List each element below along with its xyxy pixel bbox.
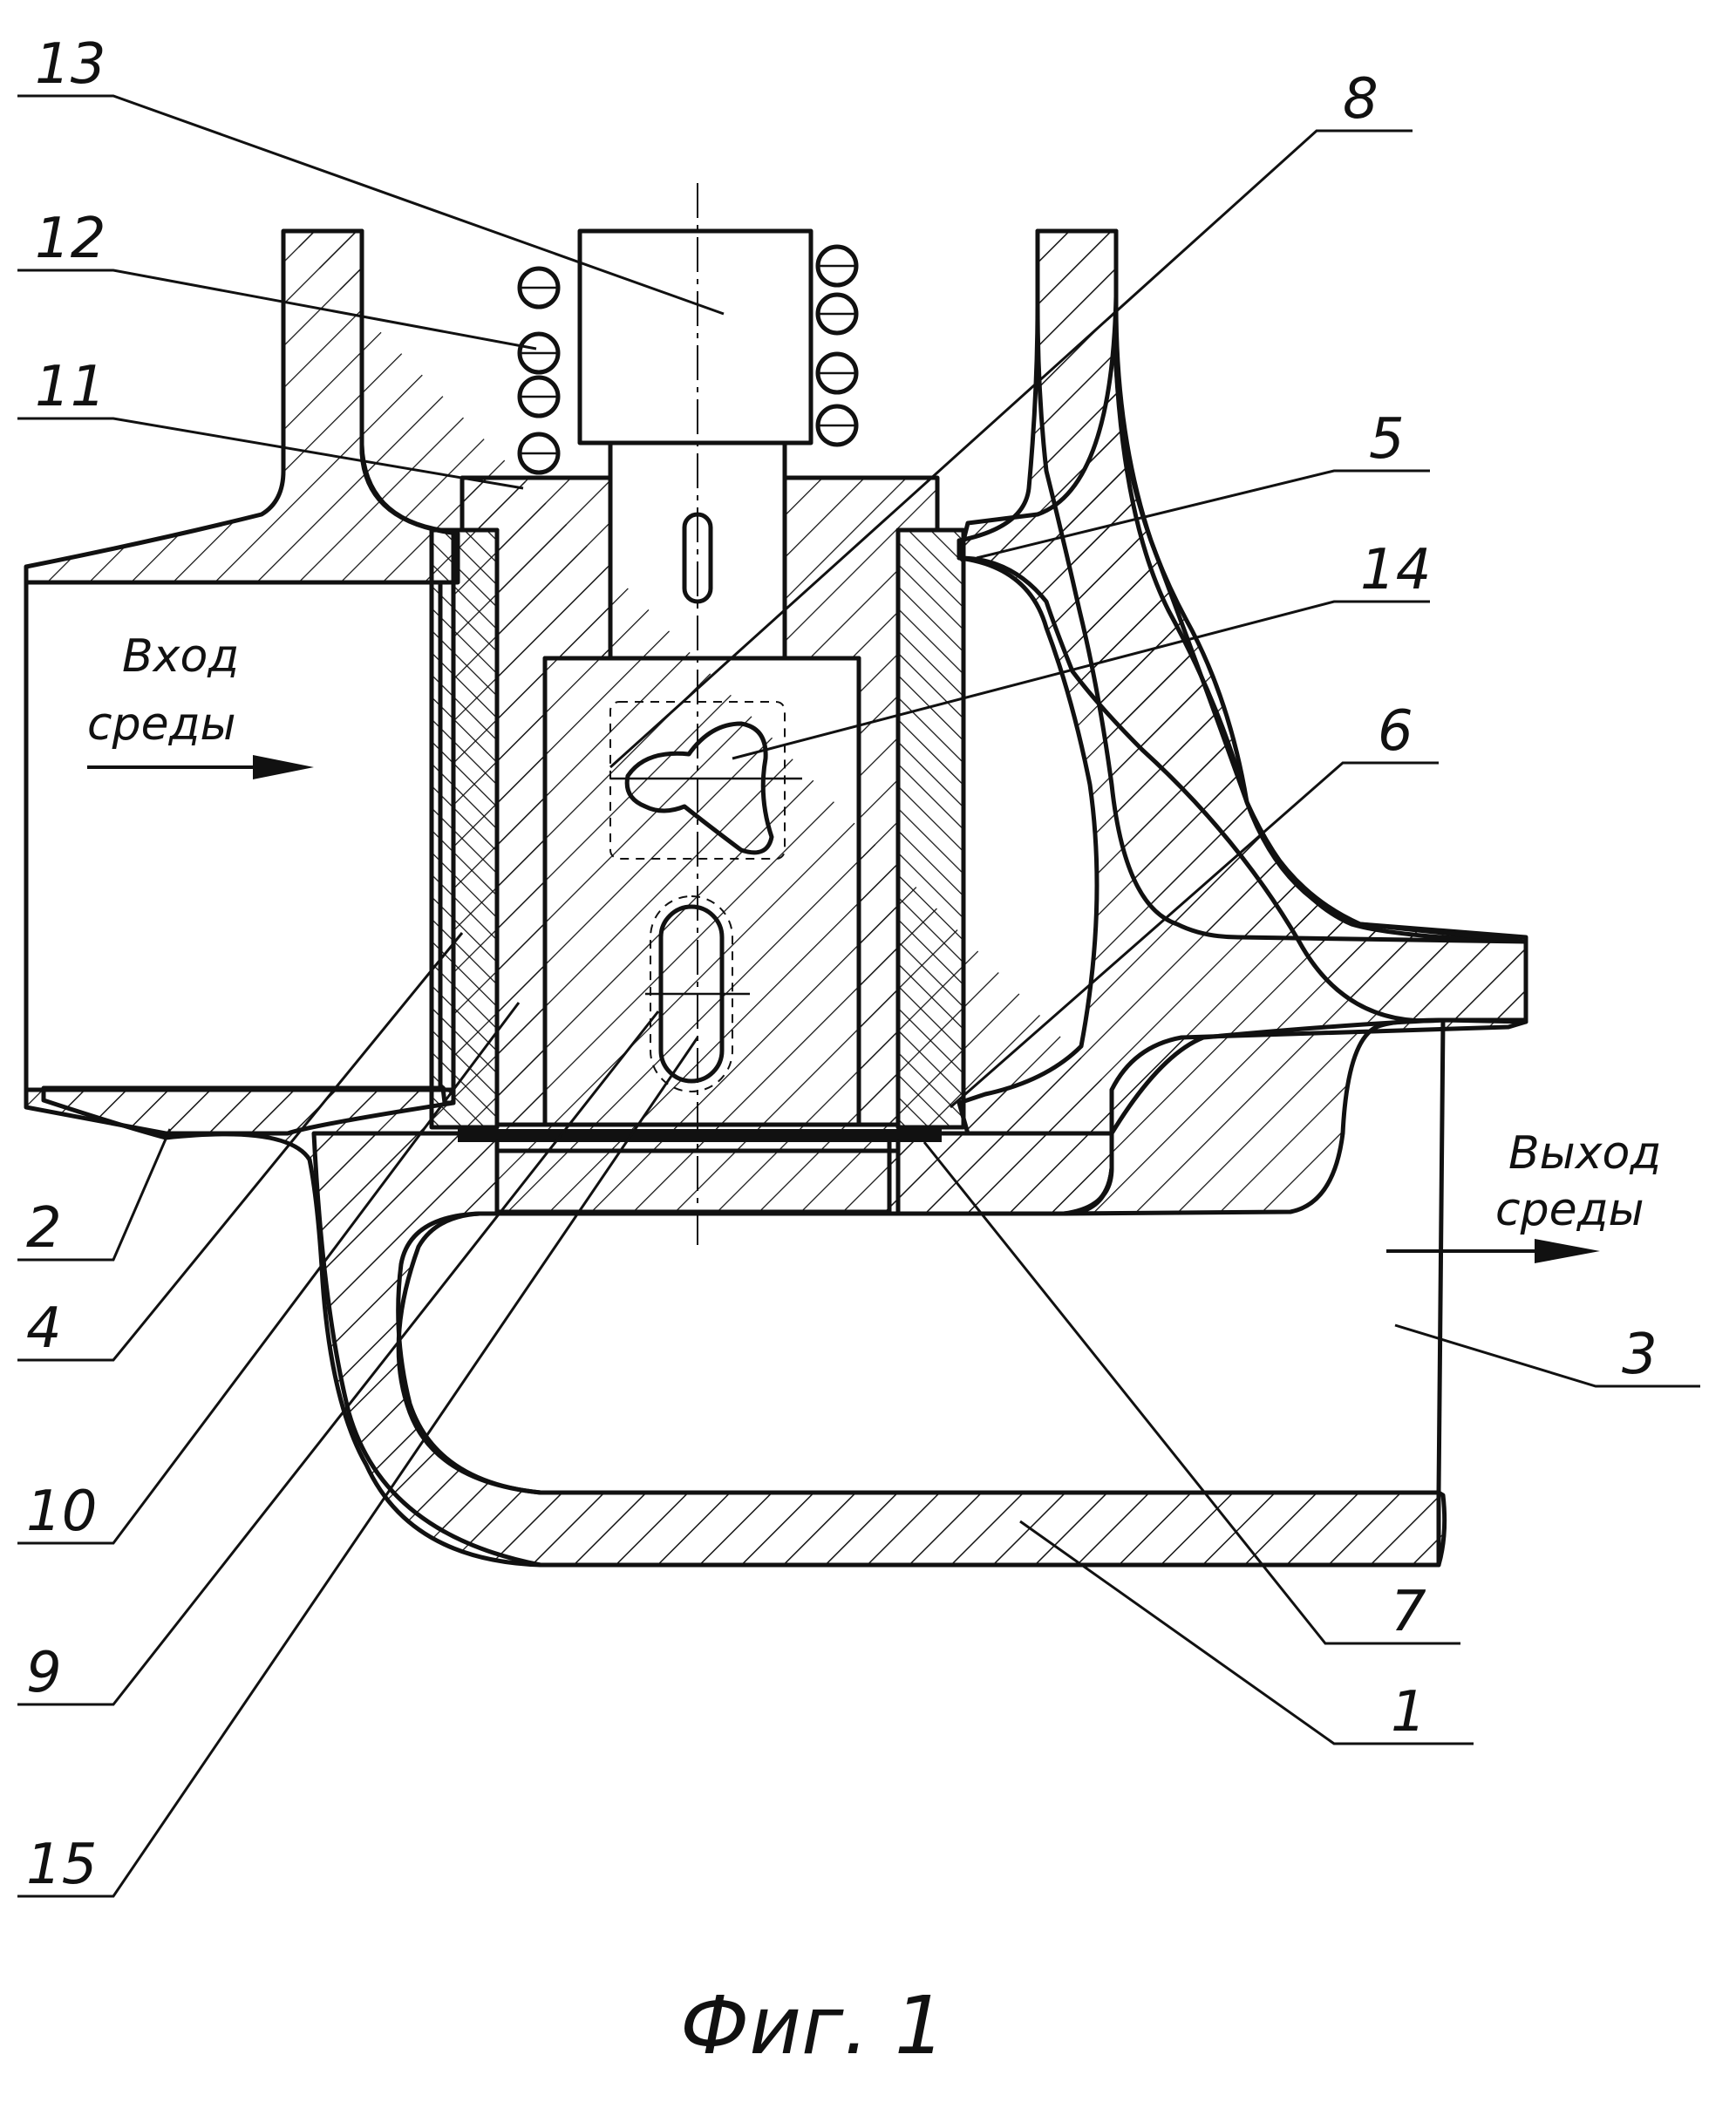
inlet-label-line2: среды [87, 698, 236, 751]
figure-caption: Фиг. 1 [680, 1979, 945, 2072]
label-7: 7 [1391, 1580, 1426, 1644]
outlet-label-line1: Выход [1508, 1127, 1661, 1180]
label-15: 15 [26, 1833, 97, 1897]
outlet-passage-3 [1439, 1020, 1443, 1493]
label-14: 14 [1360, 538, 1431, 602]
label-11: 11 [35, 355, 106, 419]
label-6: 6 [1378, 699, 1413, 764]
label-4: 4 [26, 1296, 62, 1361]
spring-12-left [520, 269, 558, 473]
outlet-label-line2: среды [1495, 1184, 1644, 1236]
stem-13-head [580, 231, 811, 443]
label-5: 5 [1369, 407, 1405, 472]
sleeve-4-right [898, 530, 963, 1127]
inlet-arrow [87, 755, 314, 779]
label-13: 13 [35, 32, 106, 97]
label-10: 10 [26, 1480, 97, 1544]
label-9: 9 [26, 1641, 62, 1705]
label-2: 2 [26, 1196, 62, 1261]
spring-12-right [818, 247, 856, 445]
inlet-label-line1: Вход [122, 630, 239, 683]
outlet-arrow [1386, 1239, 1600, 1263]
seal-7 [458, 1129, 942, 1142]
label-12: 12 [35, 207, 106, 271]
label-1: 1 [1391, 1680, 1426, 1745]
label-3: 3 [1622, 1323, 1658, 1387]
label-8: 8 [1343, 67, 1379, 132]
sleeve-4-left [432, 530, 497, 1127]
